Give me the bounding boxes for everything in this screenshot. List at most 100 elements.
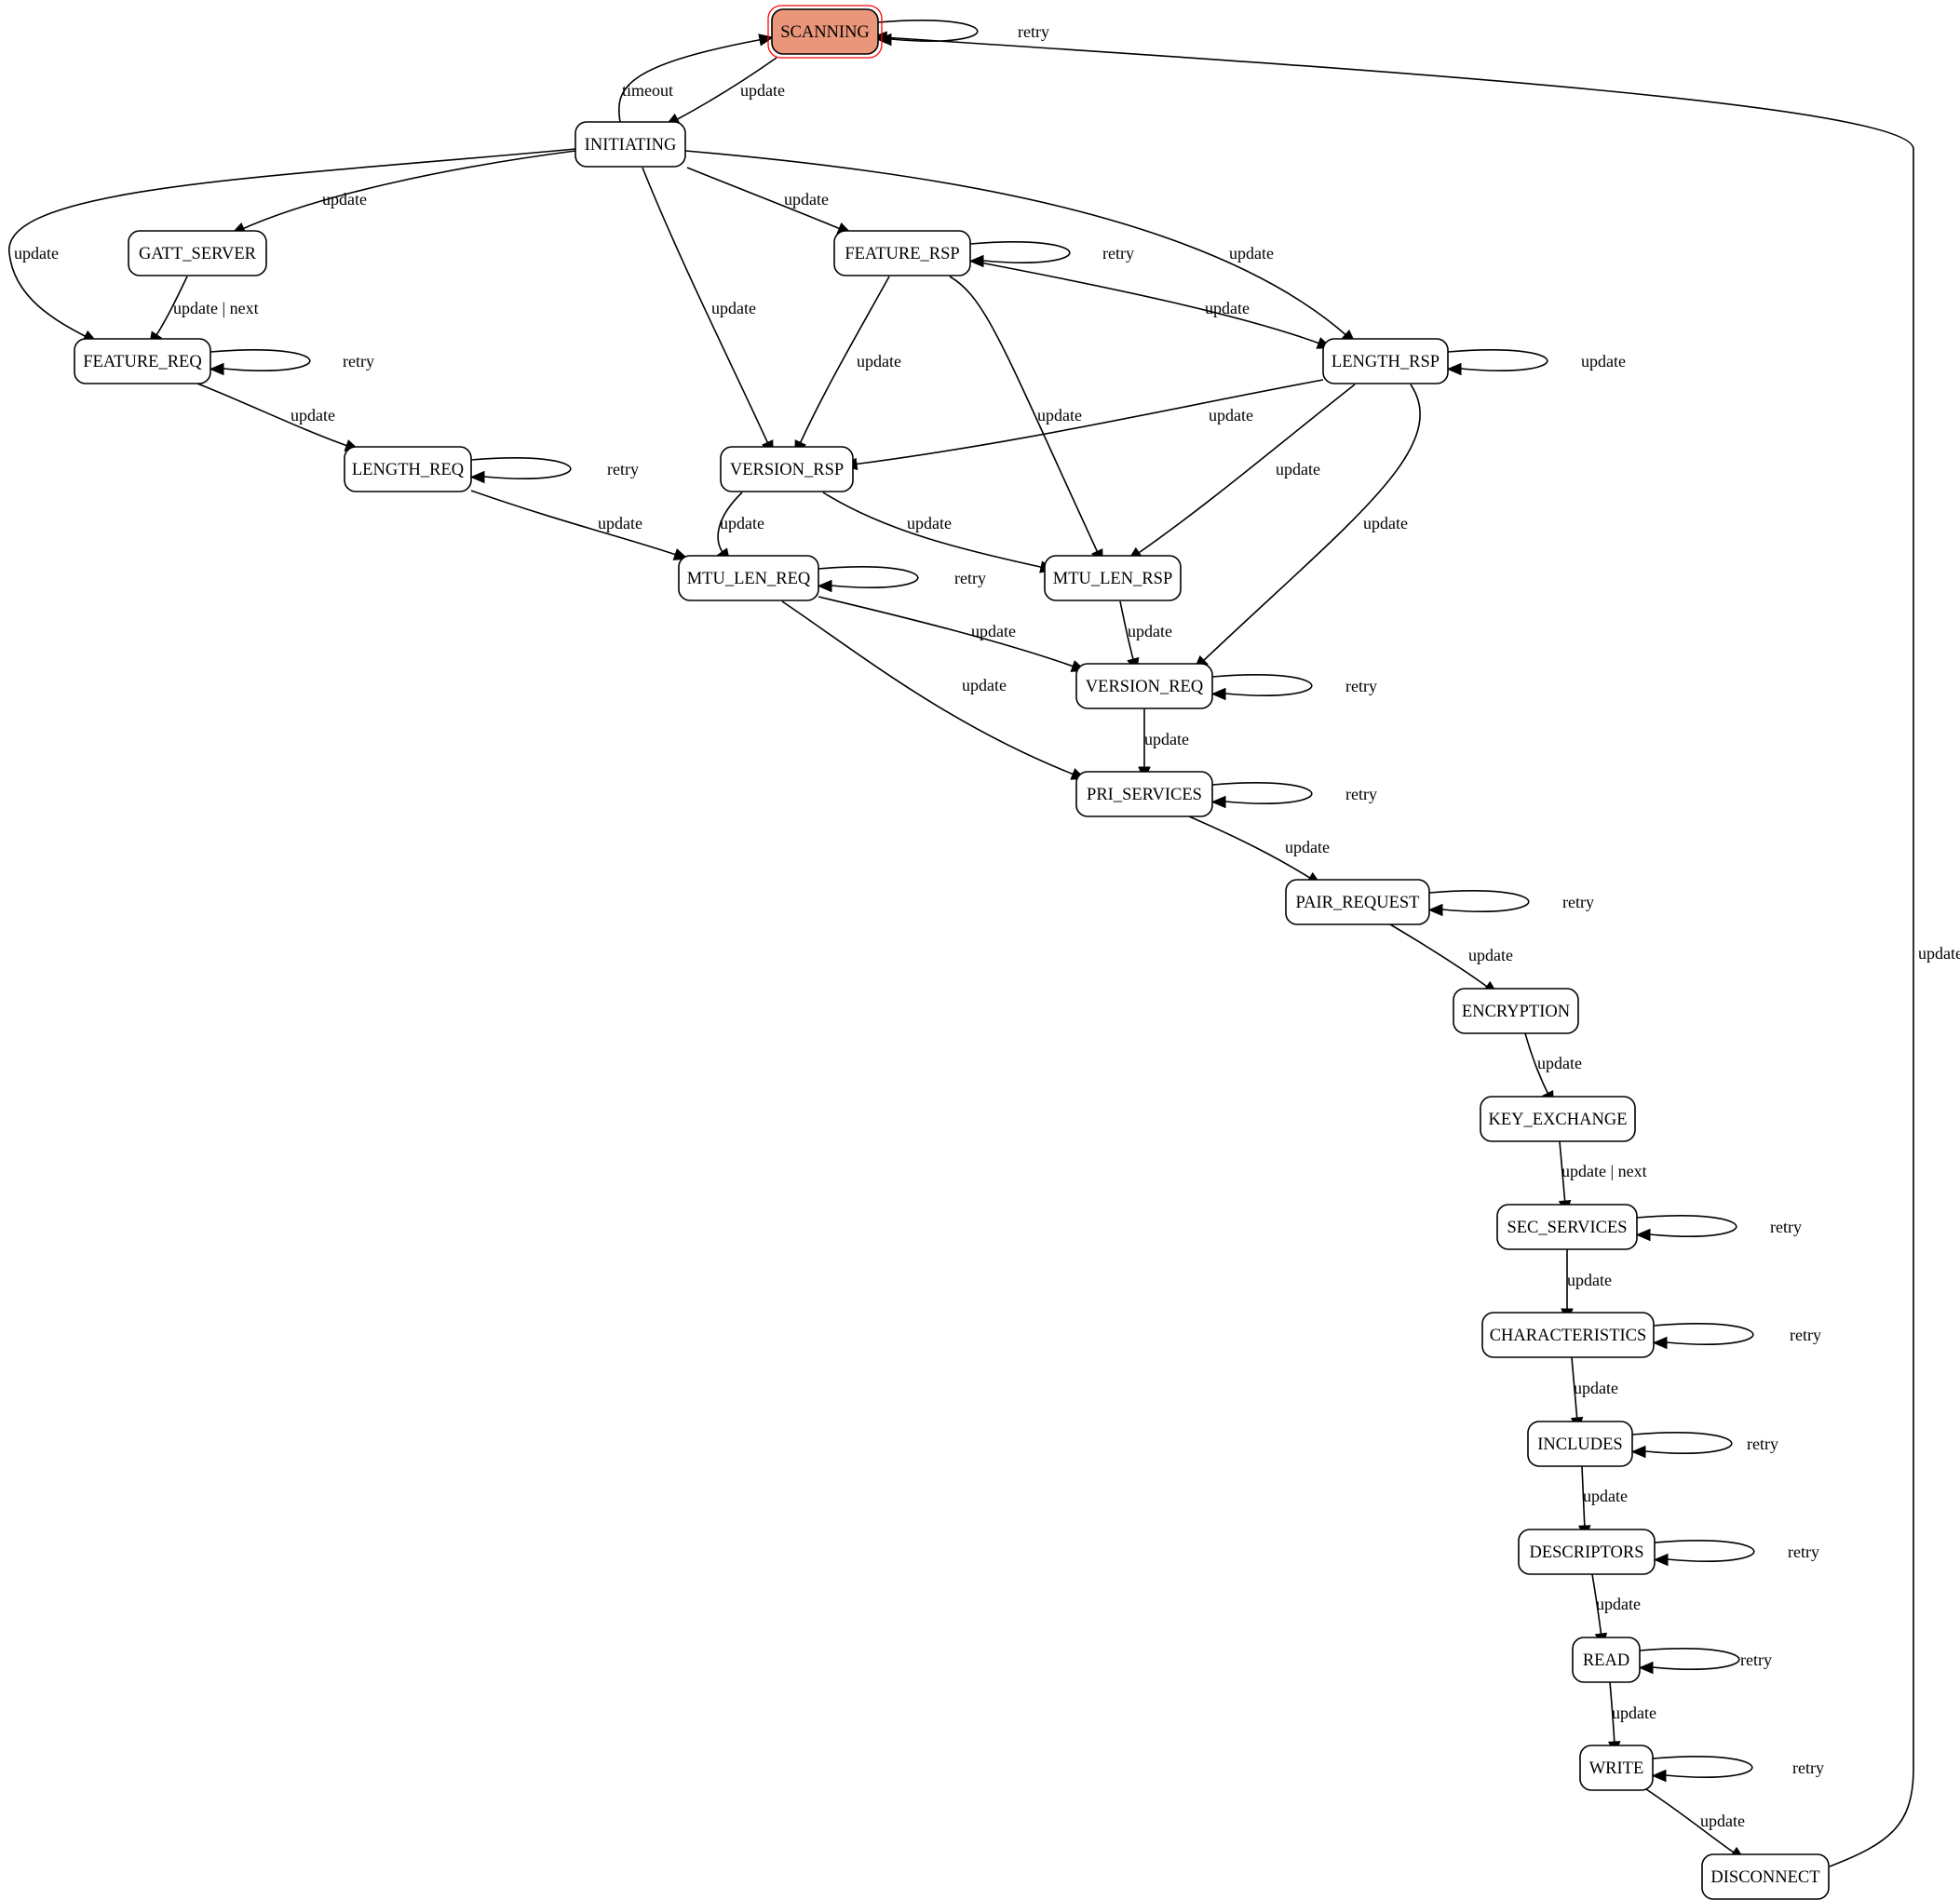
edge-path	[1389, 923, 1491, 990]
transition-pri-services-to-pair-request: update	[1188, 815, 1330, 885]
state-node-includes: INCLUDES	[1527, 1421, 1633, 1467]
state-label: READ	[1583, 1651, 1629, 1670]
transition-label: retry	[954, 569, 986, 587]
state-box	[1285, 879, 1430, 925]
edge-path	[673, 57, 777, 122]
transition-characteristics-to-characteristics: retry	[1652, 1323, 1821, 1350]
self-loop-path	[1653, 1323, 1754, 1345]
arrowhead	[872, 31, 887, 45]
transition-label: update	[322, 190, 367, 209]
transition-label: retry	[1740, 1651, 1772, 1669]
transition-scanning-to-scanning: retry	[876, 20, 1049, 47]
transition-label: retry	[1747, 1435, 1778, 1453]
edge-path	[1524, 1032, 1550, 1098]
transition-descriptors-to-descriptors: retry	[1653, 1540, 1819, 1567]
state-box	[574, 121, 686, 168]
arrowhead	[1210, 795, 1226, 809]
transition-label: update	[1574, 1379, 1618, 1397]
transition-initiating-to-feature-rsp: update	[686, 167, 853, 235]
edge-path	[617, 38, 764, 123]
transition-label: update	[1144, 730, 1189, 748]
state-node-mtu-len-req: MTU_LEN_REQ	[678, 555, 819, 601]
state-label: DISCONNECT	[1710, 1868, 1819, 1887]
transition-label: retry	[1345, 785, 1377, 803]
transition-label: update	[1209, 406, 1253, 424]
transition-version-req-to-version-req: retry	[1210, 674, 1377, 701]
transition-length-rsp-to-version-rsp: update	[842, 379, 1324, 471]
state-label: SCANNING	[780, 23, 870, 42]
arrowhead	[469, 470, 485, 484]
state-label: CHARACTERISTICS	[1490, 1327, 1647, 1345]
transition-label: update	[971, 622, 1016, 640]
transition-includes-to-includes: retry	[1630, 1432, 1778, 1459]
arrowhead	[1446, 362, 1462, 376]
arrowhead	[209, 362, 224, 376]
transition-version-req-to-pri-services: update	[1138, 708, 1189, 782]
transition-label: retry	[343, 352, 374, 371]
state-node-pri-services: PRI_SERVICES	[1075, 771, 1213, 817]
arrowhead	[1652, 1336, 1668, 1350]
state-box	[128, 230, 267, 276]
transition-key-exchange-to-sec-services: update | next	[1558, 1140, 1647, 1216]
state-label: ENCRYPTION	[1462, 1003, 1570, 1021]
self-loop-path	[1654, 1540, 1755, 1562]
state-box	[678, 555, 819, 601]
arrowhead	[1635, 1228, 1651, 1242]
state-box	[1453, 988, 1579, 1034]
edge-path	[196, 383, 351, 448]
edge-path	[818, 596, 1077, 668]
state-label: VERSION_RSP	[730, 461, 844, 479]
self-loop-path	[1636, 1215, 1737, 1237]
transition-label: update	[1537, 1054, 1582, 1072]
transition-gatt-server-to-feature-req: update | next	[148, 276, 259, 347]
state-box	[1480, 1096, 1636, 1142]
edge-path	[717, 492, 743, 556]
transition-pair-request-to-pair-request: retry	[1427, 890, 1594, 917]
state-box	[74, 338, 211, 384]
state-label: VERSION_REQ	[1086, 678, 1204, 696]
state-node-scanning: SCANNING	[767, 5, 883, 59]
transition-mtu-len-req-to-version-req: update	[818, 596, 1087, 672]
transition-label: update	[857, 352, 901, 371]
transition-write-to-disconnect: update	[1645, 1788, 1746, 1861]
edge-path	[684, 150, 1349, 338]
transition-label: update	[1285, 838, 1330, 856]
transition-feature-req-to-feature-req: retry	[209, 349, 374, 376]
state-node-pair-request: PAIR_REQUEST	[1285, 879, 1430, 925]
edge-path	[1645, 1788, 1737, 1855]
state-label: DESCRIPTORS	[1529, 1543, 1643, 1562]
transition-feature-rsp-to-feature-rsp: retry	[968, 241, 1134, 268]
state-box	[1496, 1204, 1638, 1250]
state-node-length-rsp: LENGTH_RSP	[1322, 338, 1449, 384]
transition-label: update	[962, 676, 1007, 694]
transition-label: retry	[1345, 677, 1377, 695]
transition-initiating-to-scanning: timeout	[617, 34, 775, 123]
transition-label: update	[598, 514, 642, 532]
state-label: MTU_LEN_REQ	[687, 570, 811, 588]
arrowhead	[1210, 687, 1226, 701]
transition-label: update | next	[1561, 1162, 1647, 1180]
transition-label: update	[1037, 406, 1082, 424]
arrowhead	[758, 34, 775, 47]
transition-label: update	[1596, 1595, 1641, 1613]
state-label: INITIATING	[585, 136, 677, 155]
self-loop-path	[470, 457, 572, 479]
state-label: INCLUDES	[1537, 1435, 1622, 1454]
transition-label: update	[291, 406, 335, 424]
self-loop-path	[1652, 1756, 1753, 1778]
transition-pair-request-to-encryption: update	[1389, 923, 1513, 995]
state-box	[344, 446, 472, 492]
edge-path	[969, 260, 1323, 345]
edge-path	[852, 379, 1324, 465]
self-loop-path	[969, 241, 1071, 263]
transition-initiating-to-feature-req: update	[8, 148, 576, 344]
state-label: PAIR_REQUEST	[1296, 894, 1420, 912]
transition-write-to-write: retry	[1651, 1756, 1824, 1783]
self-loop-path	[1428, 890, 1530, 912]
state-node-sec-services: SEC_SERVICES	[1496, 1204, 1638, 1250]
transition-label: update	[711, 299, 756, 317]
edge-path	[781, 600, 1077, 776]
edge-path	[470, 490, 680, 557]
self-loop-path	[818, 566, 919, 588]
transition-encryption-to-key-exchange: update	[1524, 1032, 1582, 1107]
